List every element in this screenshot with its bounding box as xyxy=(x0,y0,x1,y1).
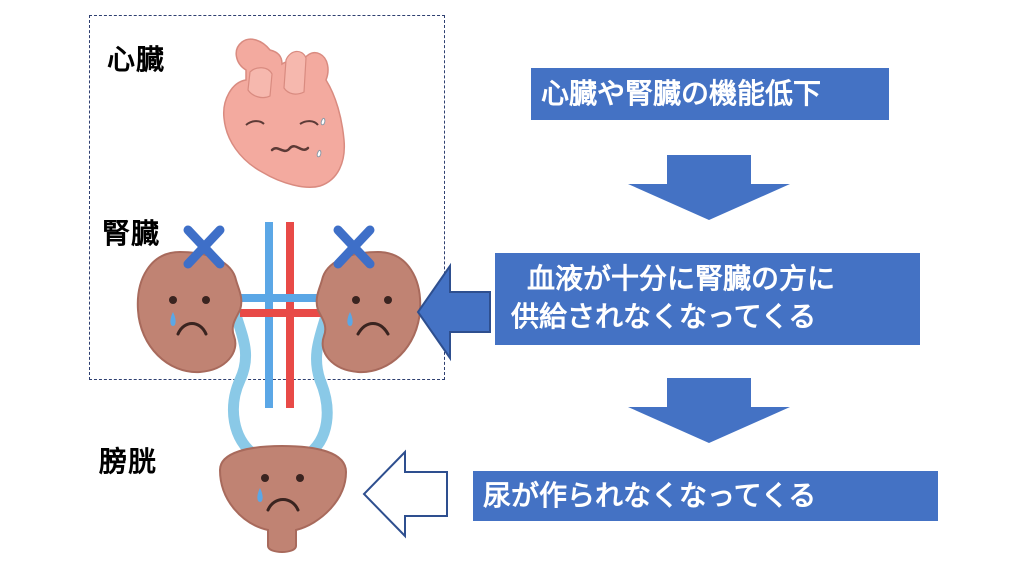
ureter-tubes xyxy=(226,294,336,462)
left-arrow-filled-icon xyxy=(416,262,491,362)
step2-line1: 血液が十分に腎臓の方に xyxy=(527,262,836,295)
step2-line2: 供給されなくなってくる xyxy=(511,300,817,333)
bladder-label: 膀胱 xyxy=(99,445,158,478)
sad-heart-icon xyxy=(223,38,346,188)
down-arrow-icon-1 xyxy=(628,155,790,220)
step3-box: 尿が作られなくなってくる xyxy=(473,471,938,521)
blood-vessels xyxy=(236,222,330,408)
down-arrow-icon-2 xyxy=(628,378,790,443)
step1-box: 心臓や腎臓の機能低下 xyxy=(531,68,889,120)
heart-label: 心臓 xyxy=(107,43,166,76)
kidney-label: 腎臓 xyxy=(102,217,161,250)
sad-bladder-icon xyxy=(218,444,348,553)
left-arrow-outline-icon xyxy=(362,449,448,539)
right-kidney-cross-icon xyxy=(333,225,375,269)
left-kidney-sad-icon xyxy=(136,250,243,374)
step2-box: 血液が十分に腎臓の方に 供給されなくなってくる xyxy=(495,253,920,345)
right-kidney-sad-icon xyxy=(315,250,422,374)
left-kidney-cross-icon xyxy=(183,225,225,269)
